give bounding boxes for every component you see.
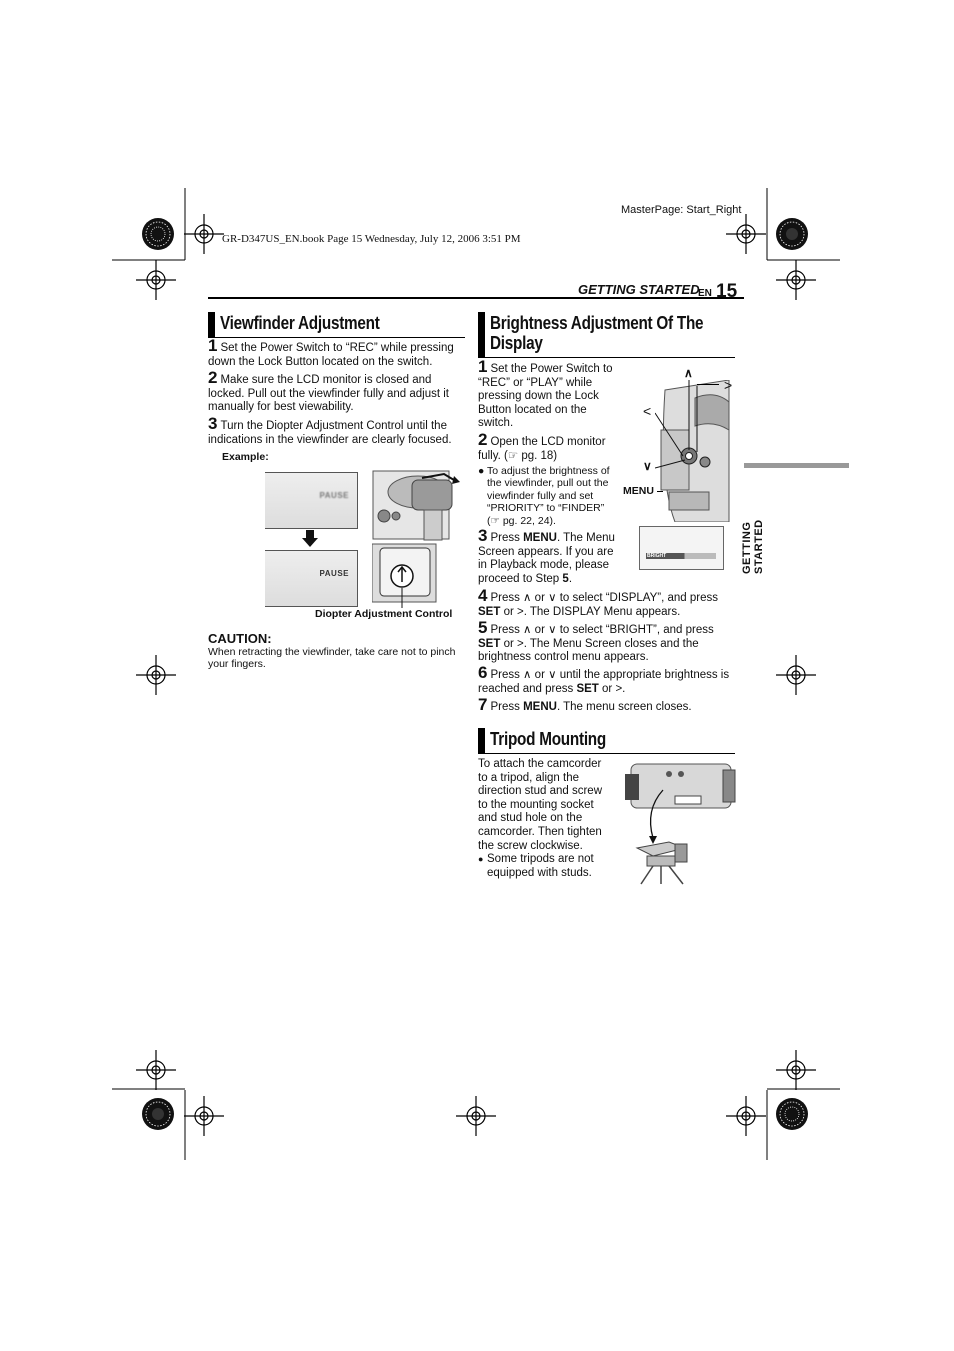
tripod-heading-bar bbox=[478, 728, 485, 754]
brightness-heading-bar bbox=[478, 312, 485, 357]
fig-right-icon: > bbox=[724, 377, 733, 393]
camcorder-viewfinder-illustration bbox=[371, 470, 464, 610]
tripod-heading-rule bbox=[478, 753, 735, 754]
viewfinder-heading-rule bbox=[208, 337, 465, 338]
tripod-illustration bbox=[623, 760, 738, 885]
page-number: 15 bbox=[716, 281, 738, 302]
viewfinder-blurry-screen: PAUSE bbox=[265, 472, 358, 529]
tripod-heading: Tripod Mounting bbox=[490, 729, 606, 749]
fig-down-icon: ∨ bbox=[643, 459, 652, 473]
viewfinder-sharp-screen: PAUSE bbox=[265, 550, 358, 607]
brightness-bar-label: BRIGHT bbox=[647, 553, 667, 559]
brightness-heading-line1: Brightness Adjustment Of The bbox=[490, 313, 704, 333]
header-rule bbox=[208, 297, 744, 299]
running-header: GETTING STARTED bbox=[578, 282, 700, 297]
brightness-heading-rule bbox=[478, 357, 735, 358]
fig-menu-label: MENU bbox=[623, 485, 654, 497]
lang-label: EN bbox=[698, 288, 712, 299]
side-tab-bar bbox=[744, 463, 849, 468]
masterpage-label: MasterPage: Start_Right bbox=[621, 204, 742, 216]
viewfinder-heading: Viewfinder Adjustment bbox=[220, 313, 380, 333]
viewfinder-heading-bar bbox=[208, 312, 215, 338]
pause-sharp: PAUSE bbox=[319, 569, 349, 578]
book-info-line: GR-D347US_EN.book Page 15 Wednesday, Jul… bbox=[222, 233, 521, 245]
side-tab-label: GETTING STARTED bbox=[741, 519, 765, 574]
camcorder-buttons-illustration bbox=[654, 379, 730, 523]
tripod-text: To attach the camcorder to a tripod, ali… bbox=[478, 758, 603, 852]
caution-text: When retracting the viewfinder, take car… bbox=[208, 646, 456, 671]
fig-menu-leader bbox=[657, 491, 663, 492]
fig-up-icon: ∧ bbox=[684, 366, 693, 380]
caution-title: CAUTION: bbox=[208, 631, 272, 646]
brightness-menu-screen: BRIGHT bbox=[639, 526, 724, 570]
fig-left-icon: < bbox=[643, 403, 652, 419]
example-label: Example: bbox=[222, 451, 269, 463]
diopter-control-label: Diopter Adjustment Control bbox=[315, 608, 453, 620]
down-arrow-icon bbox=[302, 530, 318, 548]
tripod-bullet: ● Some tripods are not equipped with stu… bbox=[478, 853, 594, 879]
brightness-bullet: ● To adjust the brightness of the viewfi… bbox=[478, 465, 610, 527]
brightness-heading-line2: Display bbox=[490, 333, 543, 353]
pause-blurry: PAUSE bbox=[319, 491, 349, 500]
fig-right-leader bbox=[697, 384, 719, 385]
brightness-bar bbox=[646, 553, 716, 559]
